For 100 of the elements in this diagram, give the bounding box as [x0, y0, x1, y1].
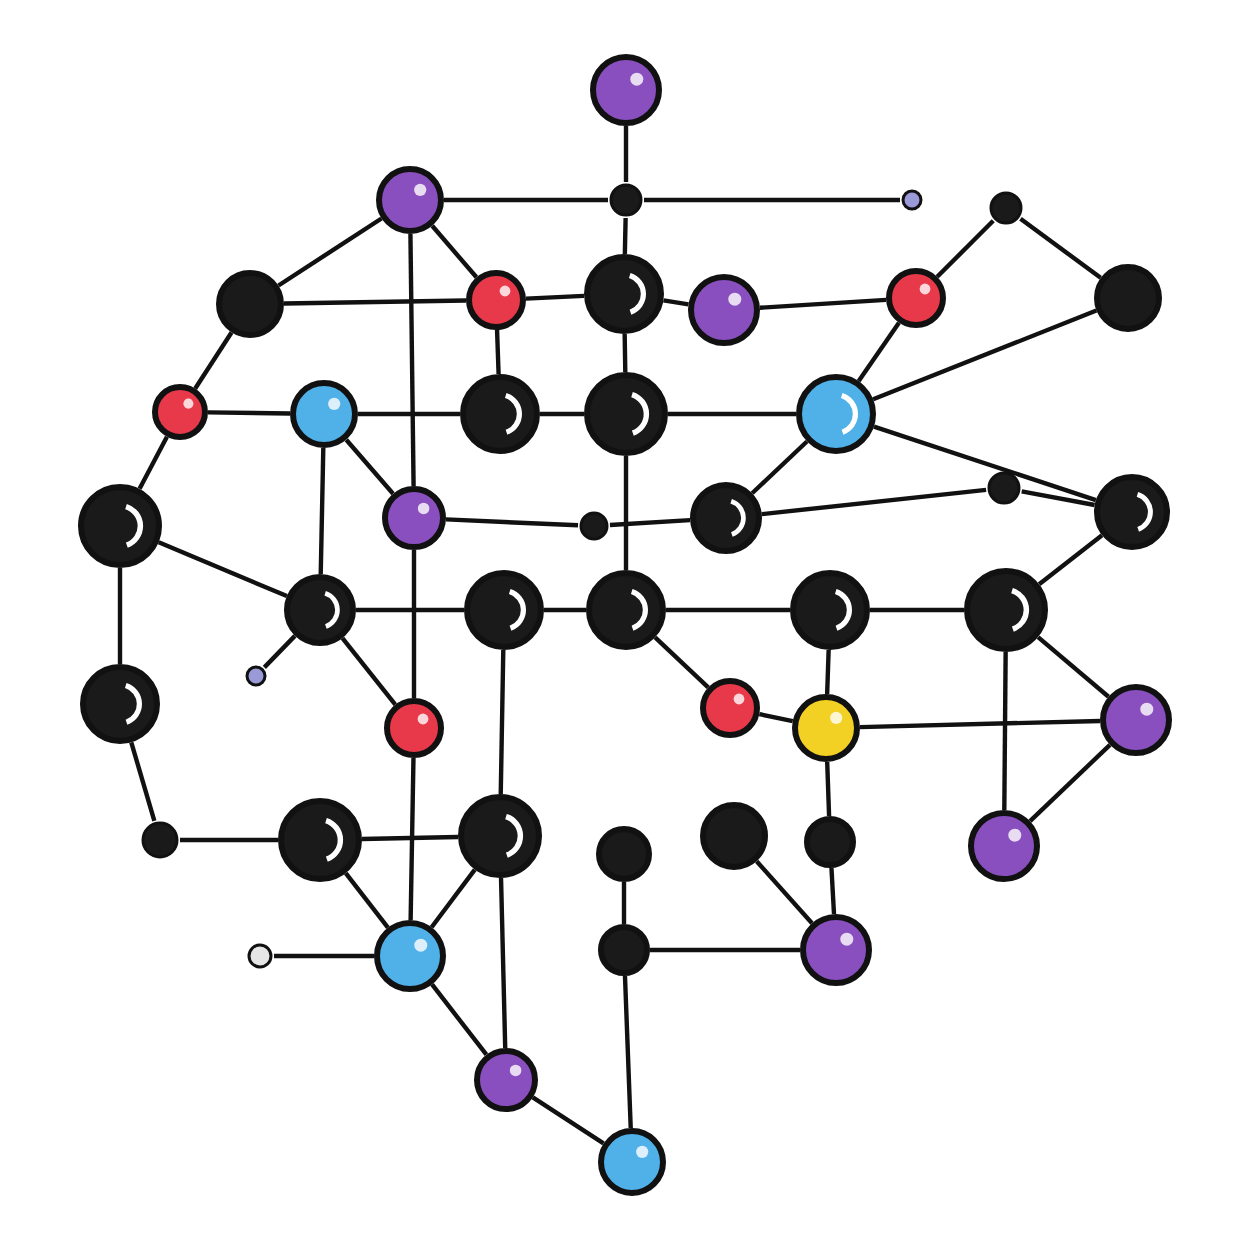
- network-node: [700, 678, 760, 738]
- connector-line: [1036, 635, 1110, 699]
- network-node: [466, 270, 526, 330]
- network-node: [78, 484, 162, 568]
- connector-line: [498, 649, 506, 795]
- connector-line: [445, 517, 579, 528]
- connector-line: [430, 224, 479, 279]
- network-node: [216, 270, 284, 338]
- network-node: [384, 698, 444, 758]
- network-node: [80, 664, 160, 744]
- network-node: [284, 574, 356, 646]
- network-node: [578, 510, 610, 542]
- connector-line: [344, 438, 395, 496]
- connector-line: [498, 877, 508, 1049]
- connector-line: [621, 882, 627, 924]
- network-node: [900, 188, 924, 212]
- connector-line: [358, 411, 460, 417]
- connector-line: [872, 308, 1098, 402]
- connector-line: [650, 947, 800, 953]
- network-node: [458, 794, 542, 878]
- connector-line: [408, 757, 416, 921]
- connector-line: [755, 859, 814, 925]
- connector-line: [283, 298, 467, 306]
- connector-line: [1021, 489, 1096, 508]
- connector-line: [277, 216, 383, 288]
- network-node: [376, 166, 444, 234]
- network-node: [244, 664, 268, 688]
- connector-line: [525, 293, 585, 301]
- connector-line: [193, 331, 234, 390]
- connector-line: [544, 607, 586, 613]
- connector-line: [750, 439, 809, 495]
- network-node: [596, 826, 652, 882]
- network-node: [278, 798, 362, 882]
- connector-line: [622, 333, 628, 373]
- network-node: [988, 190, 1024, 226]
- network-node: [584, 254, 664, 334]
- connector-line: [117, 568, 123, 664]
- connector-line: [356, 607, 464, 613]
- connector-line: [644, 197, 900, 203]
- connector-line: [856, 321, 901, 383]
- connector-line: [859, 718, 1101, 730]
- network-node: [590, 54, 662, 126]
- network-node: [690, 482, 762, 554]
- network-node: [800, 914, 872, 986]
- network-node: [792, 694, 860, 762]
- network-node: [152, 384, 208, 440]
- connector-line: [411, 550, 417, 698]
- network-node: [246, 942, 274, 970]
- connector-line: [262, 634, 297, 669]
- connector-line: [759, 297, 887, 310]
- connector-line: [622, 975, 633, 1129]
- connector-line: [494, 329, 501, 375]
- connector-line: [157, 540, 288, 599]
- network-node: [986, 470, 1022, 506]
- connector-line: [137, 435, 169, 490]
- network-node: [804, 816, 856, 868]
- network-node: [688, 274, 760, 346]
- network-node: [598, 924, 650, 976]
- network-node: [382, 486, 446, 550]
- network-node: [586, 570, 666, 650]
- connector-line: [825, 761, 832, 817]
- network-node: [290, 380, 358, 448]
- connector-line: [622, 217, 628, 255]
- connector-line: [824, 649, 831, 695]
- network-node: [140, 820, 180, 860]
- connector-line: [180, 837, 278, 843]
- network-node: [1094, 474, 1170, 550]
- connector-line: [129, 741, 157, 822]
- network-node: [598, 1128, 666, 1196]
- connector-line: [761, 487, 987, 517]
- network-node: [886, 268, 946, 328]
- network-node: [1094, 264, 1162, 332]
- connector-line: [444, 197, 608, 203]
- connector-line: [653, 635, 710, 690]
- network-node: [608, 182, 644, 218]
- network-node: [460, 374, 540, 454]
- connector-line: [274, 953, 374, 959]
- connector-line: [1002, 652, 1008, 810]
- connector-line: [666, 607, 790, 613]
- connector-line: [668, 411, 796, 417]
- connector-line: [540, 411, 584, 417]
- connector-line: [531, 1095, 605, 1146]
- connector-line: [873, 424, 1097, 503]
- connector-line: [429, 868, 477, 929]
- connector-line: [829, 867, 837, 915]
- connector-line: [318, 447, 326, 575]
- connector-line: [758, 711, 794, 724]
- network-node: [464, 570, 544, 650]
- connector-line: [1037, 533, 1104, 586]
- network-node: [700, 802, 768, 870]
- connector-line: [609, 518, 691, 528]
- network-node: [1100, 684, 1172, 756]
- connector-line: [361, 834, 459, 842]
- connector-line: [344, 871, 390, 929]
- connector-line: [870, 607, 964, 613]
- connector-line: [623, 456, 629, 570]
- connector-line: [408, 233, 416, 487]
- network-node: [796, 374, 876, 454]
- network-node: [374, 920, 446, 992]
- network-node: [474, 1048, 538, 1112]
